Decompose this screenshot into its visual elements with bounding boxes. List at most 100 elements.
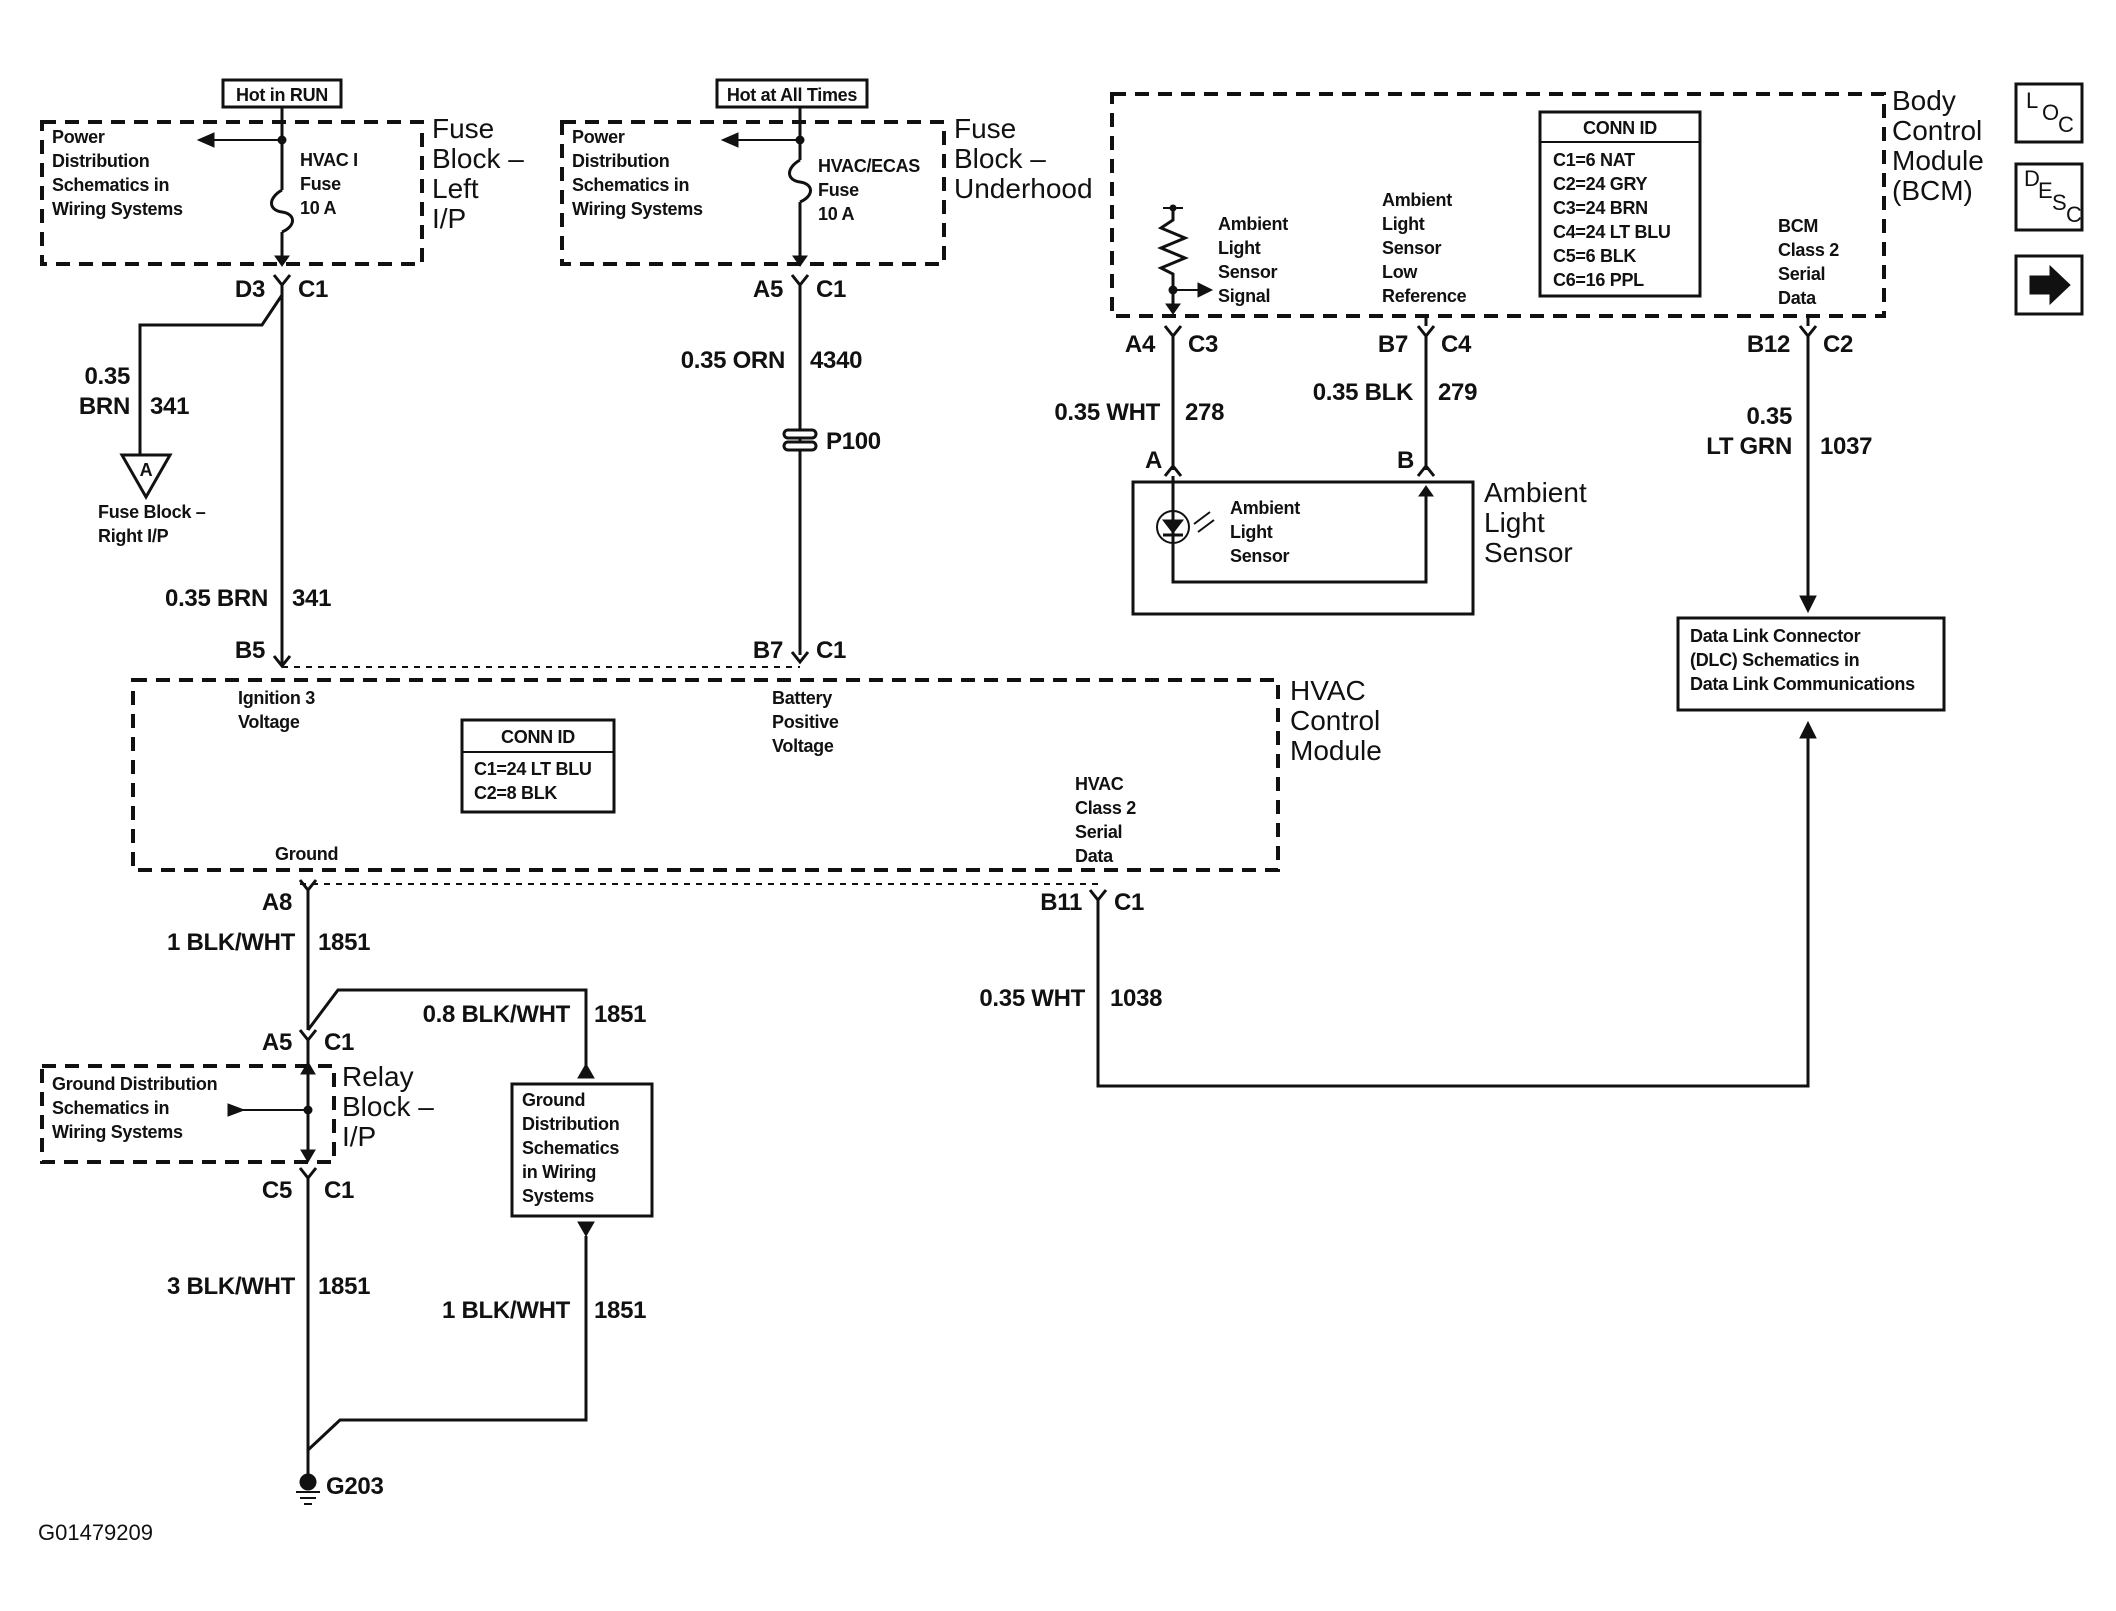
offpage-a-letter: A bbox=[140, 460, 153, 480]
wire-278-label: 0.35 WHT bbox=[1054, 399, 1160, 426]
conn-c1-relay-top: C1 bbox=[324, 1029, 354, 1056]
wire-341-size: 0.35 bbox=[84, 363, 130, 390]
wire-341: 0.35 BRN 341 A Fuse Block – Right I/P 0.… bbox=[79, 285, 331, 665]
wire-1037-color: LT GRN bbox=[1706, 433, 1792, 460]
svg-text:C: C bbox=[2066, 202, 2082, 227]
resistor-icon bbox=[1157, 208, 1189, 312]
splice-p100: P100 bbox=[826, 428, 881, 455]
wire-1851c-circuit: 1851 bbox=[318, 1273, 370, 1300]
ground-icon bbox=[299, 1473, 317, 1491]
fuse-icon bbox=[270, 188, 294, 234]
svg-text:L: L bbox=[2026, 88, 2038, 113]
pin-b5: B5 bbox=[235, 637, 265, 664]
conn-c4: C4 bbox=[1441, 331, 1472, 358]
fuse-block-underhood-name: Fuse Block – Underhood bbox=[954, 113, 1093, 204]
hvac-conn-id-title: CONN ID bbox=[501, 727, 575, 747]
photodiode-icon bbox=[1156, 510, 1190, 544]
svg-text:C: C bbox=[2058, 112, 2074, 137]
pin-b7-bcm: B7 bbox=[1378, 331, 1408, 358]
side-icons: L O C D E S C bbox=[2014, 82, 2084, 316]
fuse-block-underhood-outline bbox=[560, 120, 946, 266]
connector-icon bbox=[272, 274, 292, 288]
pin-d3: D3 bbox=[235, 276, 265, 303]
bcm-name: Body Control Module (BCM) bbox=[1892, 85, 1992, 206]
wire-1851b-label: 0.8 BLK/WHT bbox=[423, 1001, 571, 1028]
bcm-conn-id-title: CONN ID bbox=[1583, 118, 1657, 138]
arrow-down-icon bbox=[577, 1221, 595, 1238]
arrow-down-icon bbox=[274, 255, 290, 267]
offpage-a-triangle bbox=[119, 453, 173, 501]
conn-c1-left: C1 bbox=[298, 276, 328, 303]
conn-c1-underhood: C1 bbox=[816, 276, 846, 303]
wire-341-circuit: 341 bbox=[150, 393, 189, 420]
arrow-up-icon bbox=[1799, 720, 1817, 739]
body-control-module: Body Control Module (BCM) CONN ID C1=6 N… bbox=[1110, 85, 1992, 358]
ground-dist-relay: Ground Distribution Schematics in Wiring… bbox=[52, 1074, 222, 1142]
fuse-block-underhood: Hot at All Times Power Distribution Sche… bbox=[560, 78, 1093, 303]
arrow-up-icon bbox=[577, 1062, 595, 1079]
hot-at-all-times-tag bbox=[715, 78, 869, 109]
wire-279-label: 0.35 BLK bbox=[1313, 379, 1414, 406]
wire-341-lower-label: 0.35 BRN bbox=[165, 585, 268, 612]
wire-278-circuit: 278 bbox=[1185, 399, 1224, 426]
svg-text:S: S bbox=[2052, 190, 2067, 215]
pin-a4: A4 bbox=[1125, 331, 1156, 358]
bcm-outline bbox=[1110, 92, 1886, 318]
fuse-block-left-outline bbox=[40, 120, 424, 266]
ignition-3-voltage: Ignition 3 Voltage bbox=[238, 688, 320, 732]
conn-c1-hvac-top: C1 bbox=[816, 637, 846, 664]
pin-b11: B11 bbox=[1040, 889, 1082, 916]
wire-4340-circuit: 4340 bbox=[810, 347, 862, 374]
conn-c3: C3 bbox=[1188, 331, 1218, 358]
wire-1037-size: 0.35 bbox=[1746, 403, 1792, 430]
hot-in-run-label: Hot in RUN bbox=[236, 85, 328, 105]
offpage-a-label: Fuse Block – Right I/P bbox=[98, 502, 210, 546]
connector-icon bbox=[790, 274, 810, 288]
arrow-down-icon bbox=[792, 255, 808, 267]
wire-1851a-circuit: 1851 bbox=[318, 929, 370, 956]
svg-text:D: D bbox=[2024, 166, 2040, 191]
bcm-conn-id-list: C1=6 NAT C2=24 GRY C3=24 BRN C4=24 LT BL… bbox=[1553, 150, 1675, 290]
pin-c5: C5 bbox=[262, 1177, 292, 1204]
wire-279-circuit: 279 bbox=[1438, 379, 1477, 406]
hot-at-all-times-label: Hot at All Times bbox=[727, 85, 858, 105]
dlc-box: Data Link Connector (DLC) Schematics in … bbox=[1676, 616, 1946, 712]
conn-c2: C2 bbox=[1823, 331, 1853, 358]
fuse-block-left-ip: Hot in RUN Power Distribution Schematics… bbox=[40, 78, 532, 303]
hvac-conn-id-box bbox=[460, 718, 616, 814]
conn-c1-relay-bottom: C1 bbox=[324, 1177, 354, 1204]
power-dist-left: Power Distribution Schematics in Wiring … bbox=[52, 127, 183, 219]
wire-4340: 0.35 ORN 4340 P100 bbox=[681, 285, 881, 655]
fuse-icon bbox=[788, 158, 812, 204]
wire-1038-label: 0.35 WHT bbox=[979, 985, 1085, 1012]
splice-icon-2 bbox=[782, 440, 818, 452]
ambient-light-sensor-inner: Ambient Light Sensor bbox=[1230, 498, 1305, 566]
arrow-left-icon bbox=[196, 132, 215, 148]
hvac-i-fuse-label: HVAC I Fuse 10 A bbox=[300, 150, 363, 218]
hvac-module-name: HVAC Control Module bbox=[1290, 675, 1388, 766]
diagram-ref-id: G01479209 bbox=[38, 1520, 153, 1545]
arrow-left-icon bbox=[720, 132, 739, 148]
dlc-label: Data Link Connector (DLC) Schematics in … bbox=[1690, 626, 1915, 694]
bcm-class2-serial-data: BCM Class 2 Serial Data bbox=[1778, 216, 1844, 308]
wire-1851a-label: 1 BLK/WHT bbox=[167, 929, 296, 956]
power-dist-underhood: Power Distribution Schematics in Wiring … bbox=[572, 127, 703, 219]
pin-a5-relay: A5 bbox=[262, 1029, 292, 1056]
desc-icon[interactable]: D E S C bbox=[2014, 162, 2084, 232]
hvac-ecas-fuse-label: HVAC/ECAS Fuse 10 A bbox=[818, 156, 925, 224]
wire-1851d-label: 1 BLK/WHT bbox=[442, 1297, 571, 1324]
arrow-right-icon bbox=[1197, 282, 1214, 298]
fuse-block-left-name: Fuse Block – Left I/P bbox=[432, 113, 532, 234]
sensor-pin-b: B bbox=[1397, 447, 1414, 474]
ambient-light-sensor-name: Ambient Light Sensor bbox=[1484, 477, 1595, 568]
loc-icon[interactable]: L O C bbox=[2014, 82, 2084, 144]
svg-text:O: O bbox=[2042, 100, 2059, 125]
next-arrow-icon[interactable] bbox=[2014, 254, 2084, 316]
sensor-pin-a: A bbox=[1145, 447, 1162, 474]
wire-1851d-circuit: 1851 bbox=[594, 1297, 646, 1324]
arrow-down-icon bbox=[1799, 595, 1817, 614]
relay-block-name: Relay Block – I/P bbox=[342, 1061, 442, 1152]
wire-341-lower-circuit: 341 bbox=[292, 585, 331, 612]
hvac-control-module: B5 B7 C1 Ignition 3 Voltage Battery Posi… bbox=[131, 637, 1388, 916]
